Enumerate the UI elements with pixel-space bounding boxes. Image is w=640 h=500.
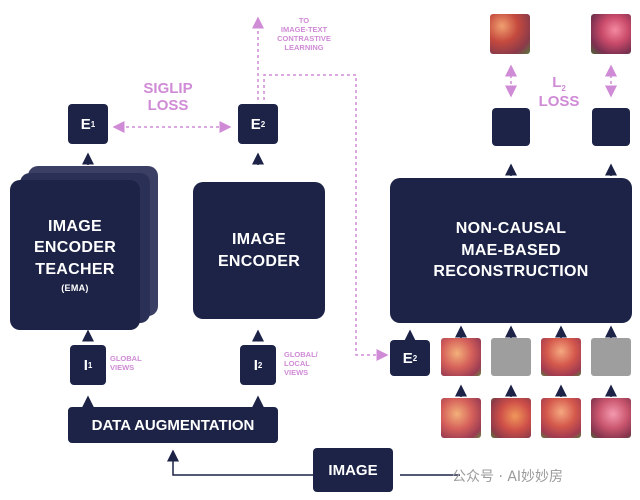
contrastive-line3: CONTRASTIVE <box>277 34 331 43</box>
encoder-line1: IMAGE <box>232 230 286 248</box>
l2-line2: LOSS <box>538 93 580 111</box>
recon-line1: NON-CAUSAL <box>455 220 567 238</box>
global-local-line2: LOCAL <box>284 359 310 368</box>
l2-loss-label: L2 LOSS <box>534 74 584 110</box>
data-aug-label: DATA AUGMENTATION <box>91 416 255 434</box>
teacher-line2: ENCODER <box>33 239 117 257</box>
e2b-subscript: 2 <box>412 353 418 363</box>
e2-letter: E <box>250 115 261 133</box>
arrow-image-aug <box>167 449 313 476</box>
siglip-loss-label: SIGLIP LOSS <box>128 80 208 115</box>
masked-patch-2 <box>591 338 631 376</box>
e2b-letter: E <box>402 349 413 367</box>
data-augmentation: DATA AUGMENTATION <box>68 407 278 443</box>
image-encoder: IMAGE ENCODER <box>193 182 325 319</box>
image-label: IMAGE <box>328 461 378 479</box>
masked-patch-1 <box>491 338 531 376</box>
recon-line2: MAE-BASED <box>461 241 561 259</box>
siglip-line1: SIGLIP <box>143 80 193 97</box>
contrastive-line4: LEARNING <box>284 43 324 52</box>
watermark-text: 公众号 · AI妙妙房 <box>452 469 564 485</box>
mae-reconstruction: NON-CAUSAL MAE-BASED RECONSTRUCTION <box>390 178 632 323</box>
i1-subscript: 1 <box>87 360 93 370</box>
encoder-line2: ENCODER <box>217 252 301 270</box>
recon-line3: RECONSTRUCTION <box>433 263 589 281</box>
global-views-line2: VIEWS <box>110 363 135 372</box>
flower-patch-top-left <box>490 14 530 54</box>
siglip-line2: LOSS <box>147 97 189 115</box>
global-local-line3: VIEWS <box>284 368 309 377</box>
teacher-encoder: IMAGE ENCODER TEACHER (EMA) <box>10 180 140 330</box>
contrastive-line1: TO <box>298 16 310 25</box>
global-local-line1: GLOBAL/ <box>284 350 318 359</box>
flower-patch-bot-2 <box>491 398 531 438</box>
global-views-label: GLOBAL VIEWS <box>110 354 142 372</box>
global-local-label: GLOBAL/ LOCAL VIEWS <box>284 350 318 377</box>
output-token-2 <box>592 108 630 146</box>
flower-patch-bot-4 <box>591 398 631 438</box>
i2-subscript: 2 <box>257 360 263 370</box>
e2-to-e2b-path <box>263 74 389 361</box>
l2-letter: L <box>552 74 562 91</box>
e1-letter: E <box>80 115 91 133</box>
flower-patch-bot-1 <box>441 398 481 438</box>
teacher-line1: IMAGE <box>48 217 102 235</box>
flower-patch-bot-3 <box>541 398 581 438</box>
i1-letter: I <box>83 356 88 374</box>
teacher-line3: TEACHER <box>35 260 115 278</box>
image-node: IMAGE <box>313 448 393 492</box>
flower-patch-top-right <box>591 14 631 54</box>
contrastive-line2: IMAGE-TEXT <box>280 25 328 34</box>
l2-subscript: 2 <box>561 84 566 93</box>
e2-subscript: 2 <box>260 119 266 129</box>
flower-patch-mid-1 <box>441 338 481 376</box>
teacher-sub: (EMA) <box>61 283 89 294</box>
watermark: 公众号 · AI妙妙房 <box>452 466 563 486</box>
contrastive-label: TO IMAGE-TEXT CONTRASTIVE LEARNING <box>268 16 340 52</box>
flower-patch-mid-3 <box>541 338 581 376</box>
global-views-line1: GLOBAL <box>110 354 142 363</box>
output-token-1 <box>492 108 530 146</box>
i2-letter: I <box>253 356 258 374</box>
e1-subscript: 1 <box>90 119 96 129</box>
